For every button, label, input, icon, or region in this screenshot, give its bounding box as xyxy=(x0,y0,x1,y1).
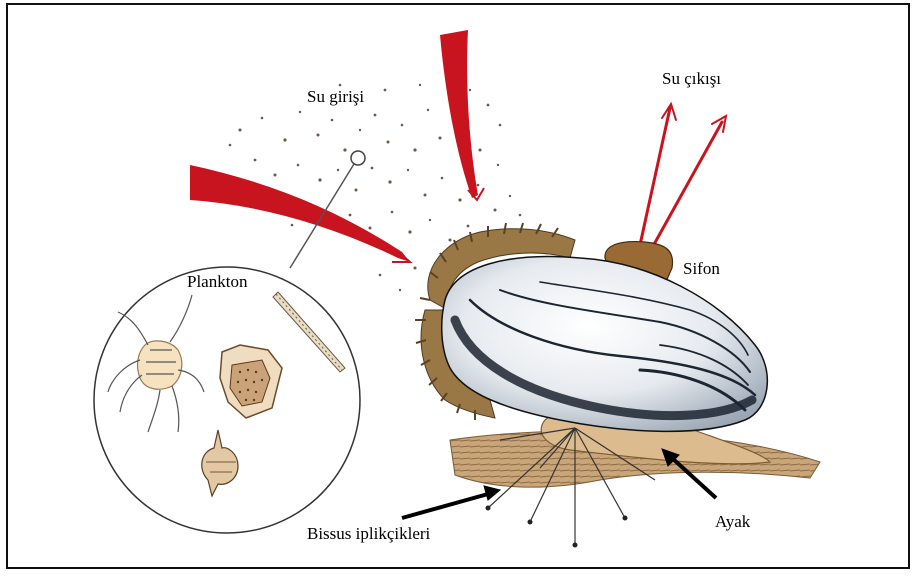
label-foot: Ayak xyxy=(715,512,750,532)
label-byssus-threads: Bissus iplikçikleri xyxy=(307,524,430,544)
label-water-in: Su girişi xyxy=(307,87,364,107)
outflow-arrows xyxy=(640,104,726,248)
inflow-arrows xyxy=(190,30,478,262)
label-water-out: Su çıkışı xyxy=(662,69,721,89)
label-plankton: Plankton xyxy=(187,272,247,292)
byssus-anchor-dots xyxy=(486,506,628,548)
label-siphon: Sifon xyxy=(683,259,720,279)
